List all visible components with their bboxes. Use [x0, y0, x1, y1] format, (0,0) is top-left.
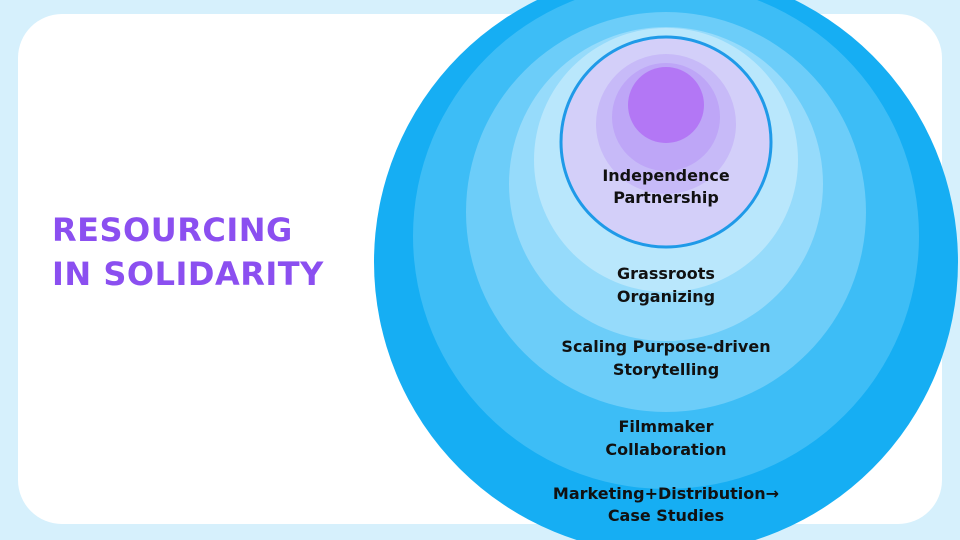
- layer-2-line-1: Grassroots: [617, 264, 715, 283]
- slide-title: RESOURCING IN SOLIDARITY: [52, 208, 324, 296]
- layer-3-line-2: Storytelling: [613, 360, 719, 379]
- layer-2-line-2: Organizing: [617, 287, 715, 306]
- layer-4-line-1: Filmmaker: [619, 417, 714, 436]
- layer-5-line-1: Marketing+Distribution→: [553, 484, 779, 503]
- layer-1-line-2: Partnership: [613, 188, 719, 207]
- layer-4-line-2: Collaboration: [605, 440, 726, 459]
- layer-5-line-2: Case Studies: [608, 506, 724, 525]
- title-line-1: RESOURCING: [52, 211, 293, 249]
- title-line-2: IN SOLIDARITY: [52, 255, 324, 293]
- layer-3-line-1: Scaling Purpose-driven: [561, 337, 770, 356]
- center-circle: [628, 67, 704, 143]
- layer-1-line-1: Independence: [602, 166, 730, 185]
